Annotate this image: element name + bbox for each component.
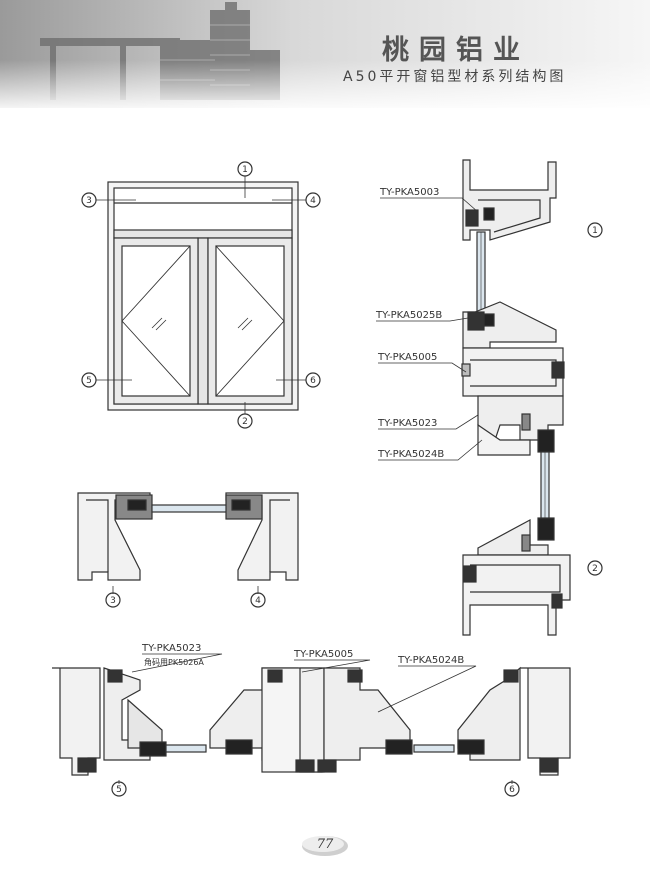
callout-1: 1 <box>242 165 248 175</box>
page-number-badge: 77 <box>300 834 350 858</box>
callout-v2: 2 <box>592 564 598 574</box>
callout-5: 5 <box>86 376 92 386</box>
callout-circle-1 <box>237 161 253 177</box>
label-vertical-p2: TY-PKA5025B <box>375 310 442 321</box>
callout-circle-5 <box>81 372 97 388</box>
callout-circle-6 <box>305 372 321 388</box>
callout-circle-h3 <box>105 592 121 608</box>
horizontal-section-bottom <box>52 653 571 797</box>
callout-circle-4 <box>305 192 321 208</box>
label-horizontal-p2: TY-PKA5005 <box>293 649 353 660</box>
callout-circle-h6 <box>504 781 520 797</box>
callout-circle-2 <box>237 413 253 429</box>
callout-circle-v1 <box>587 222 603 238</box>
label-vertical-p4: TY-PKA5023 <box>377 418 437 429</box>
callout-h3: 3 <box>110 596 116 606</box>
label-vertical-p3: TY-PKA5005 <box>377 352 437 363</box>
label-horizontal-p1-note: 角码用PK5026A <box>144 657 204 667</box>
callout-4: 4 <box>310 196 316 206</box>
callout-circle-3 <box>81 192 97 208</box>
page-number: 77 <box>316 837 334 852</box>
brand-title: 桃园铝业 <box>382 35 530 66</box>
callout-v1: 1 <box>592 226 598 236</box>
callout-h4: 4 <box>255 596 261 606</box>
page-subtitle: A50平开窗铝型材系列结构图 <box>343 69 567 85</box>
label-horizontal-p3: TY-PKA5024B <box>397 655 464 666</box>
label-vertical-p1: TY-PKA5003 <box>379 187 439 198</box>
window-elevation <box>96 176 306 414</box>
callout-circle-h4 <box>250 592 266 608</box>
callout-h6: 6 <box>509 785 515 795</box>
callout-h5: 5 <box>116 785 122 795</box>
label-vertical-p5: TY-PKA5024B <box>377 449 444 460</box>
callout-3: 3 <box>86 196 92 206</box>
callout-6: 6 <box>310 376 316 386</box>
header-building-graphic <box>0 0 650 108</box>
header-banner: 桃园铝业 A50平开窗铝型材系列结构图 <box>0 0 650 108</box>
callout-circle-h5 <box>111 781 127 797</box>
label-horizontal-p1: TY-PKA5023 <box>141 643 201 654</box>
callout-circle-v2 <box>587 560 603 576</box>
callout-2: 2 <box>242 417 248 427</box>
vertical-section <box>376 159 603 636</box>
horizontal-section-mid <box>77 492 299 608</box>
